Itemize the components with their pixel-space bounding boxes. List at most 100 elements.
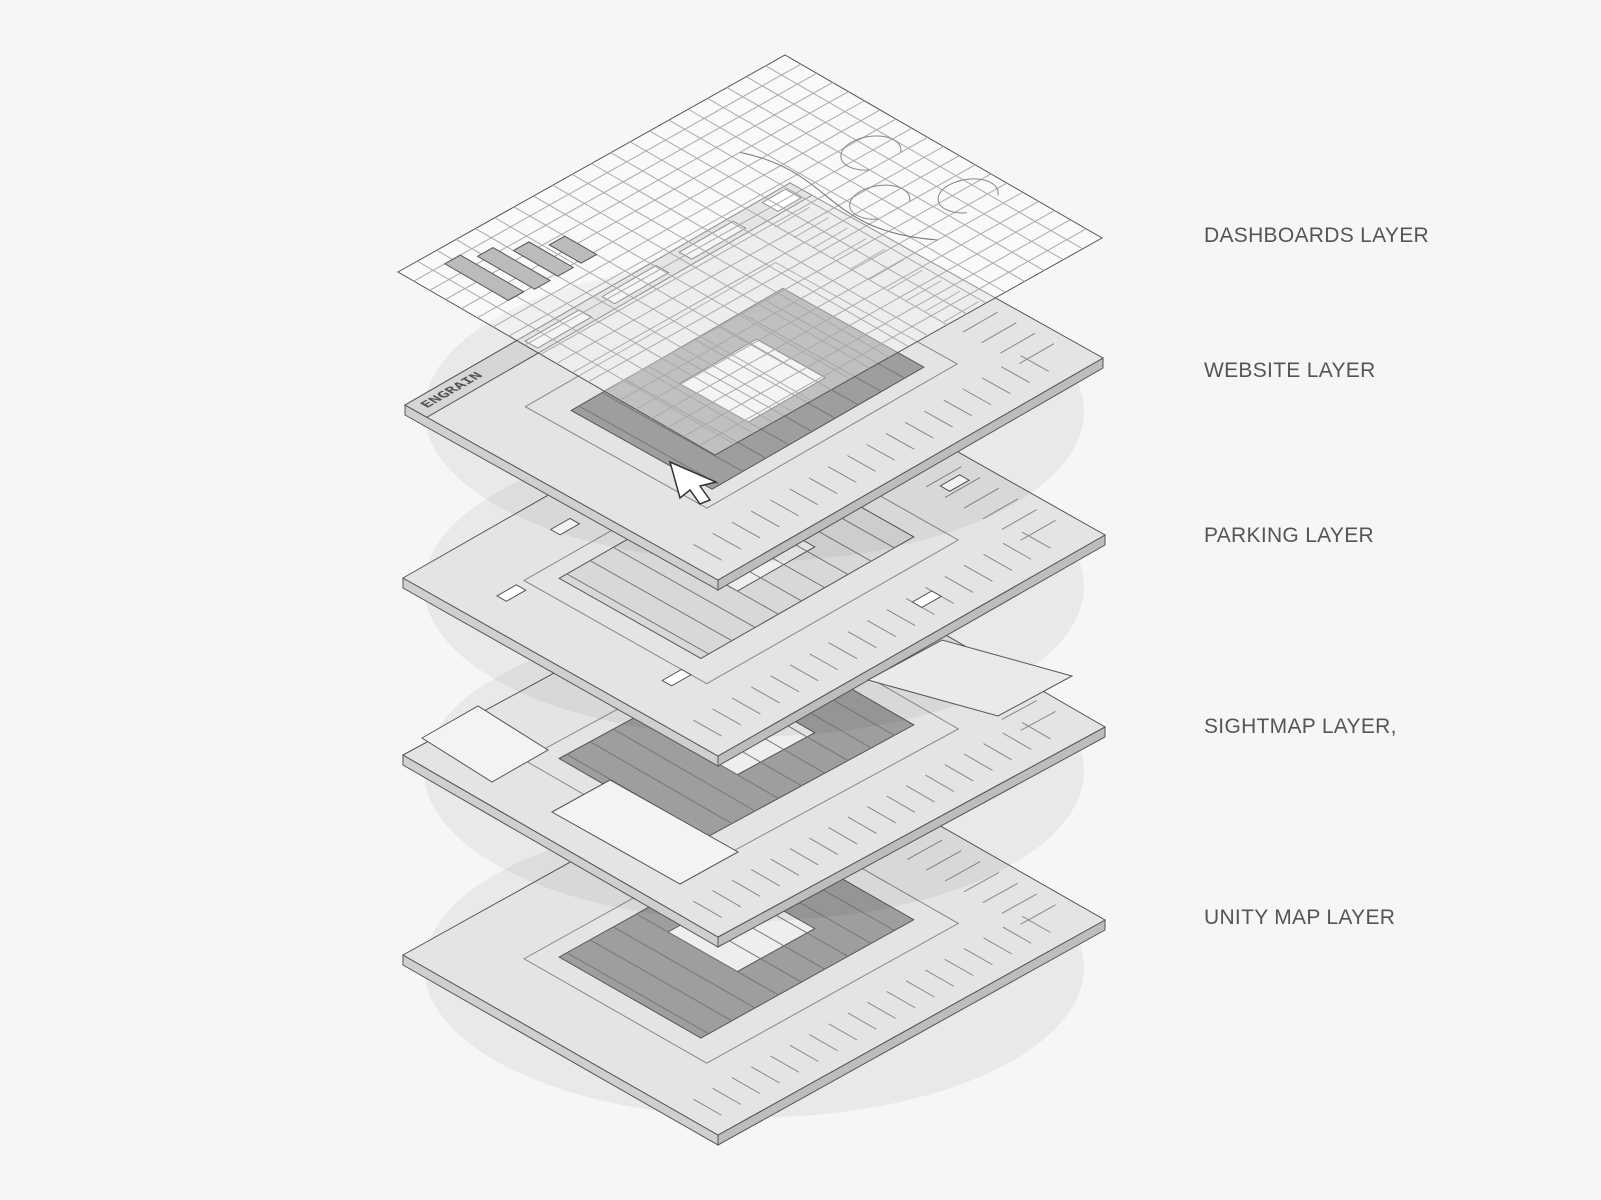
parking-stripe — [809, 1035, 837, 1051]
parking-stripe — [809, 654, 837, 670]
parking-stripe — [926, 467, 961, 487]
parking-stripe — [944, 400, 972, 416]
label-website-layer: WEBSITE LAYER — [1204, 359, 1376, 382]
grid-line — [708, 98, 1025, 281]
parking-stripe — [713, 891, 741, 907]
car-icon — [912, 591, 941, 607]
parking-stripe — [809, 838, 837, 854]
parking-stripe — [813, 228, 848, 248]
unit-divider — [602, 393, 743, 472]
dashboard-bar-widget — [445, 255, 524, 300]
parking-stripe — [794, 218, 829, 238]
parking-stripe — [1003, 927, 1031, 943]
parking-stripe — [888, 270, 923, 290]
parking-stripe — [1000, 333, 1035, 353]
parking-stripe — [850, 249, 885, 269]
dashboard-gauge-icon — [838, 178, 918, 223]
sightmap-popup-card — [421, 705, 549, 783]
unit-divider — [764, 299, 905, 378]
dashboard-wave-chart — [740, 139, 938, 253]
parking-stripe — [1022, 723, 1050, 739]
parking-stripe — [945, 862, 980, 881]
parking-stripe — [983, 883, 1018, 902]
unit-divider — [567, 953, 709, 1034]
parking-stripe — [1021, 356, 1049, 372]
parking-stripe — [828, 467, 856, 483]
parking-stripe — [984, 744, 1012, 760]
parking-stripe — [945, 478, 980, 498]
unit-divider — [590, 742, 732, 824]
unit-divider — [590, 561, 732, 641]
label-parking-layer: PARKING LAYER — [1204, 524, 1375, 547]
sightmap-floorplan-card — [550, 779, 740, 885]
parking-stripe — [983, 499, 1018, 519]
parking-stripe — [751, 870, 779, 886]
parking-stripe — [751, 1067, 779, 1083]
window-controls — [762, 189, 801, 211]
unit-divider — [637, 914, 779, 995]
parking-stripe — [925, 970, 953, 986]
parking-stripe — [867, 445, 895, 461]
unit-divider — [567, 574, 709, 654]
parking-stripe — [809, 478, 837, 494]
parking-stripe — [770, 500, 798, 516]
grid-line — [588, 165, 975, 382]
unit-divider — [590, 940, 732, 1021]
parking-stripe — [713, 533, 741, 549]
parking-stripe — [945, 765, 973, 781]
layer-plane — [398, 55, 1102, 455]
parking-stripe — [867, 807, 895, 823]
unit-divider — [613, 547, 755, 627]
label-sightmap-layer: SIGHTMAP LAYER, — [1204, 715, 1397, 738]
parking-stripe — [925, 775, 953, 791]
parking-stripe — [829, 643, 857, 659]
parking-stripe — [732, 880, 760, 896]
parking-stripe — [867, 1002, 895, 1018]
parking-stripe — [926, 851, 961, 870]
grid-line — [727, 88, 1044, 271]
parking-stripe — [924, 411, 952, 427]
parking-stripe — [1021, 905, 1056, 924]
unit-divider — [671, 353, 812, 432]
parking-stripe — [1021, 711, 1056, 730]
dashboard-gauge-icon — [926, 172, 1006, 217]
parking-stripe — [867, 621, 895, 637]
label-dashboards-layer: DASHBOARDS LAYER — [1204, 224, 1429, 247]
parking-stripe — [964, 754, 992, 770]
parking-stripe — [869, 260, 904, 280]
parking-stripe — [771, 676, 799, 692]
parking-stripe — [964, 565, 992, 581]
parking-stripe — [713, 709, 741, 725]
grid-line — [766, 66, 1083, 249]
unit-divider — [625, 379, 766, 458]
parking-stripe — [1002, 510, 1037, 530]
unit-divider — [694, 339, 835, 418]
parking-stripe — [907, 840, 942, 859]
dashboard-bar-widget — [549, 236, 596, 263]
parking-stripe — [732, 522, 760, 538]
parking-stripe — [1001, 367, 1029, 383]
grid-line — [620, 183, 1007, 400]
parking-stripe — [887, 992, 915, 1008]
unit-divider — [613, 927, 755, 1008]
cursor-arrow-icon — [668, 460, 719, 505]
parking-stripe — [732, 1078, 760, 1094]
parking-stripe — [693, 544, 721, 560]
parking-stripe — [693, 720, 721, 736]
unit-divider — [579, 406, 720, 485]
parking-stripe — [982, 323, 1017, 343]
grid-line — [652, 201, 1039, 418]
layer-dashboards — [398, 55, 1102, 455]
parking-stripe — [944, 302, 979, 322]
parking-stripe — [984, 938, 1012, 954]
parking-stripe — [693, 1099, 721, 1115]
parking-stripe — [771, 859, 799, 875]
parking-stripe — [887, 610, 915, 626]
parking-stripe — [906, 786, 934, 802]
parking-stripe — [1002, 894, 1037, 913]
car-icon — [551, 518, 580, 534]
parking-stripe — [829, 1024, 857, 1040]
parking-stripe — [848, 817, 876, 833]
parking-stripe — [1019, 344, 1054, 364]
